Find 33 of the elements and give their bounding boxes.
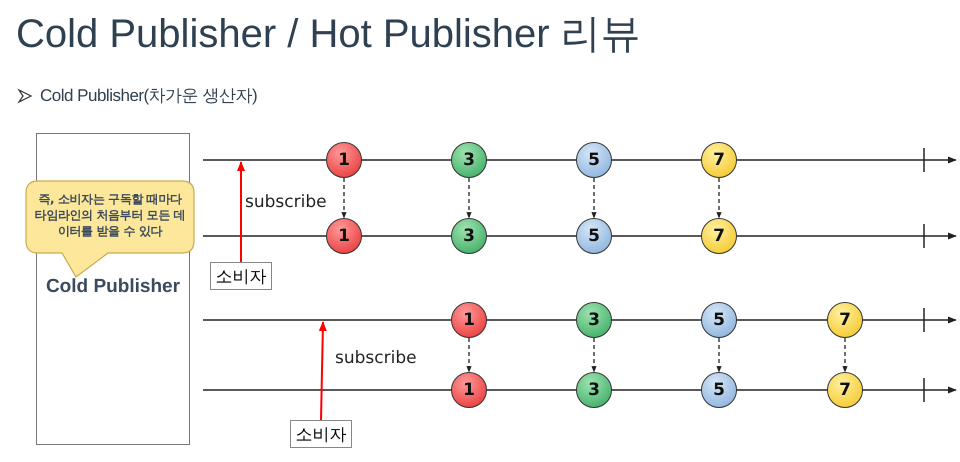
marble: 5 bbox=[701, 372, 737, 408]
consumer-box: 소비자 bbox=[210, 262, 272, 290]
arrow bbox=[466, 178, 472, 219]
arrow bbox=[842, 338, 848, 373]
arrow bbox=[466, 338, 472, 373]
marble: 1 bbox=[451, 302, 487, 338]
marble: 7 bbox=[701, 218, 737, 254]
arrow bbox=[341, 178, 347, 219]
marble: 3 bbox=[576, 302, 612, 338]
section-heading: Cold Publisher(차가운 생산자) bbox=[40, 85, 258, 107]
consumer-box: 소비자 bbox=[290, 420, 352, 448]
marble: 1 bbox=[326, 218, 362, 254]
marble: 5 bbox=[701, 302, 737, 338]
arrow bbox=[716, 178, 722, 219]
marble: 7 bbox=[827, 372, 863, 408]
marble: 3 bbox=[451, 142, 487, 178]
marble: 5 bbox=[576, 218, 612, 254]
marble: 1 bbox=[326, 142, 362, 178]
arrow bbox=[318, 321, 327, 420]
marble: 5 bbox=[576, 142, 612, 178]
arrow bbox=[591, 338, 597, 373]
marble: 3 bbox=[576, 372, 612, 408]
marble: 7 bbox=[827, 302, 863, 338]
arrow bbox=[716, 338, 722, 373]
marble: 1 bbox=[451, 372, 487, 408]
speech-bubble: 즉, 소비자는 구독할 때마다 타임라인의 처음부터 모든 데이터를 받을 수 있다 bbox=[26, 181, 194, 279]
edge-label: subscribe bbox=[335, 348, 417, 368]
marble: 7 bbox=[701, 142, 737, 178]
slide-title: Cold Publisher / Hot Publisher 리뷰 bbox=[16, 11, 641, 58]
arrow bbox=[591, 178, 597, 219]
edge-label: subscribe bbox=[245, 192, 327, 212]
arrow bbox=[237, 161, 245, 262]
marble: 3 bbox=[451, 218, 487, 254]
